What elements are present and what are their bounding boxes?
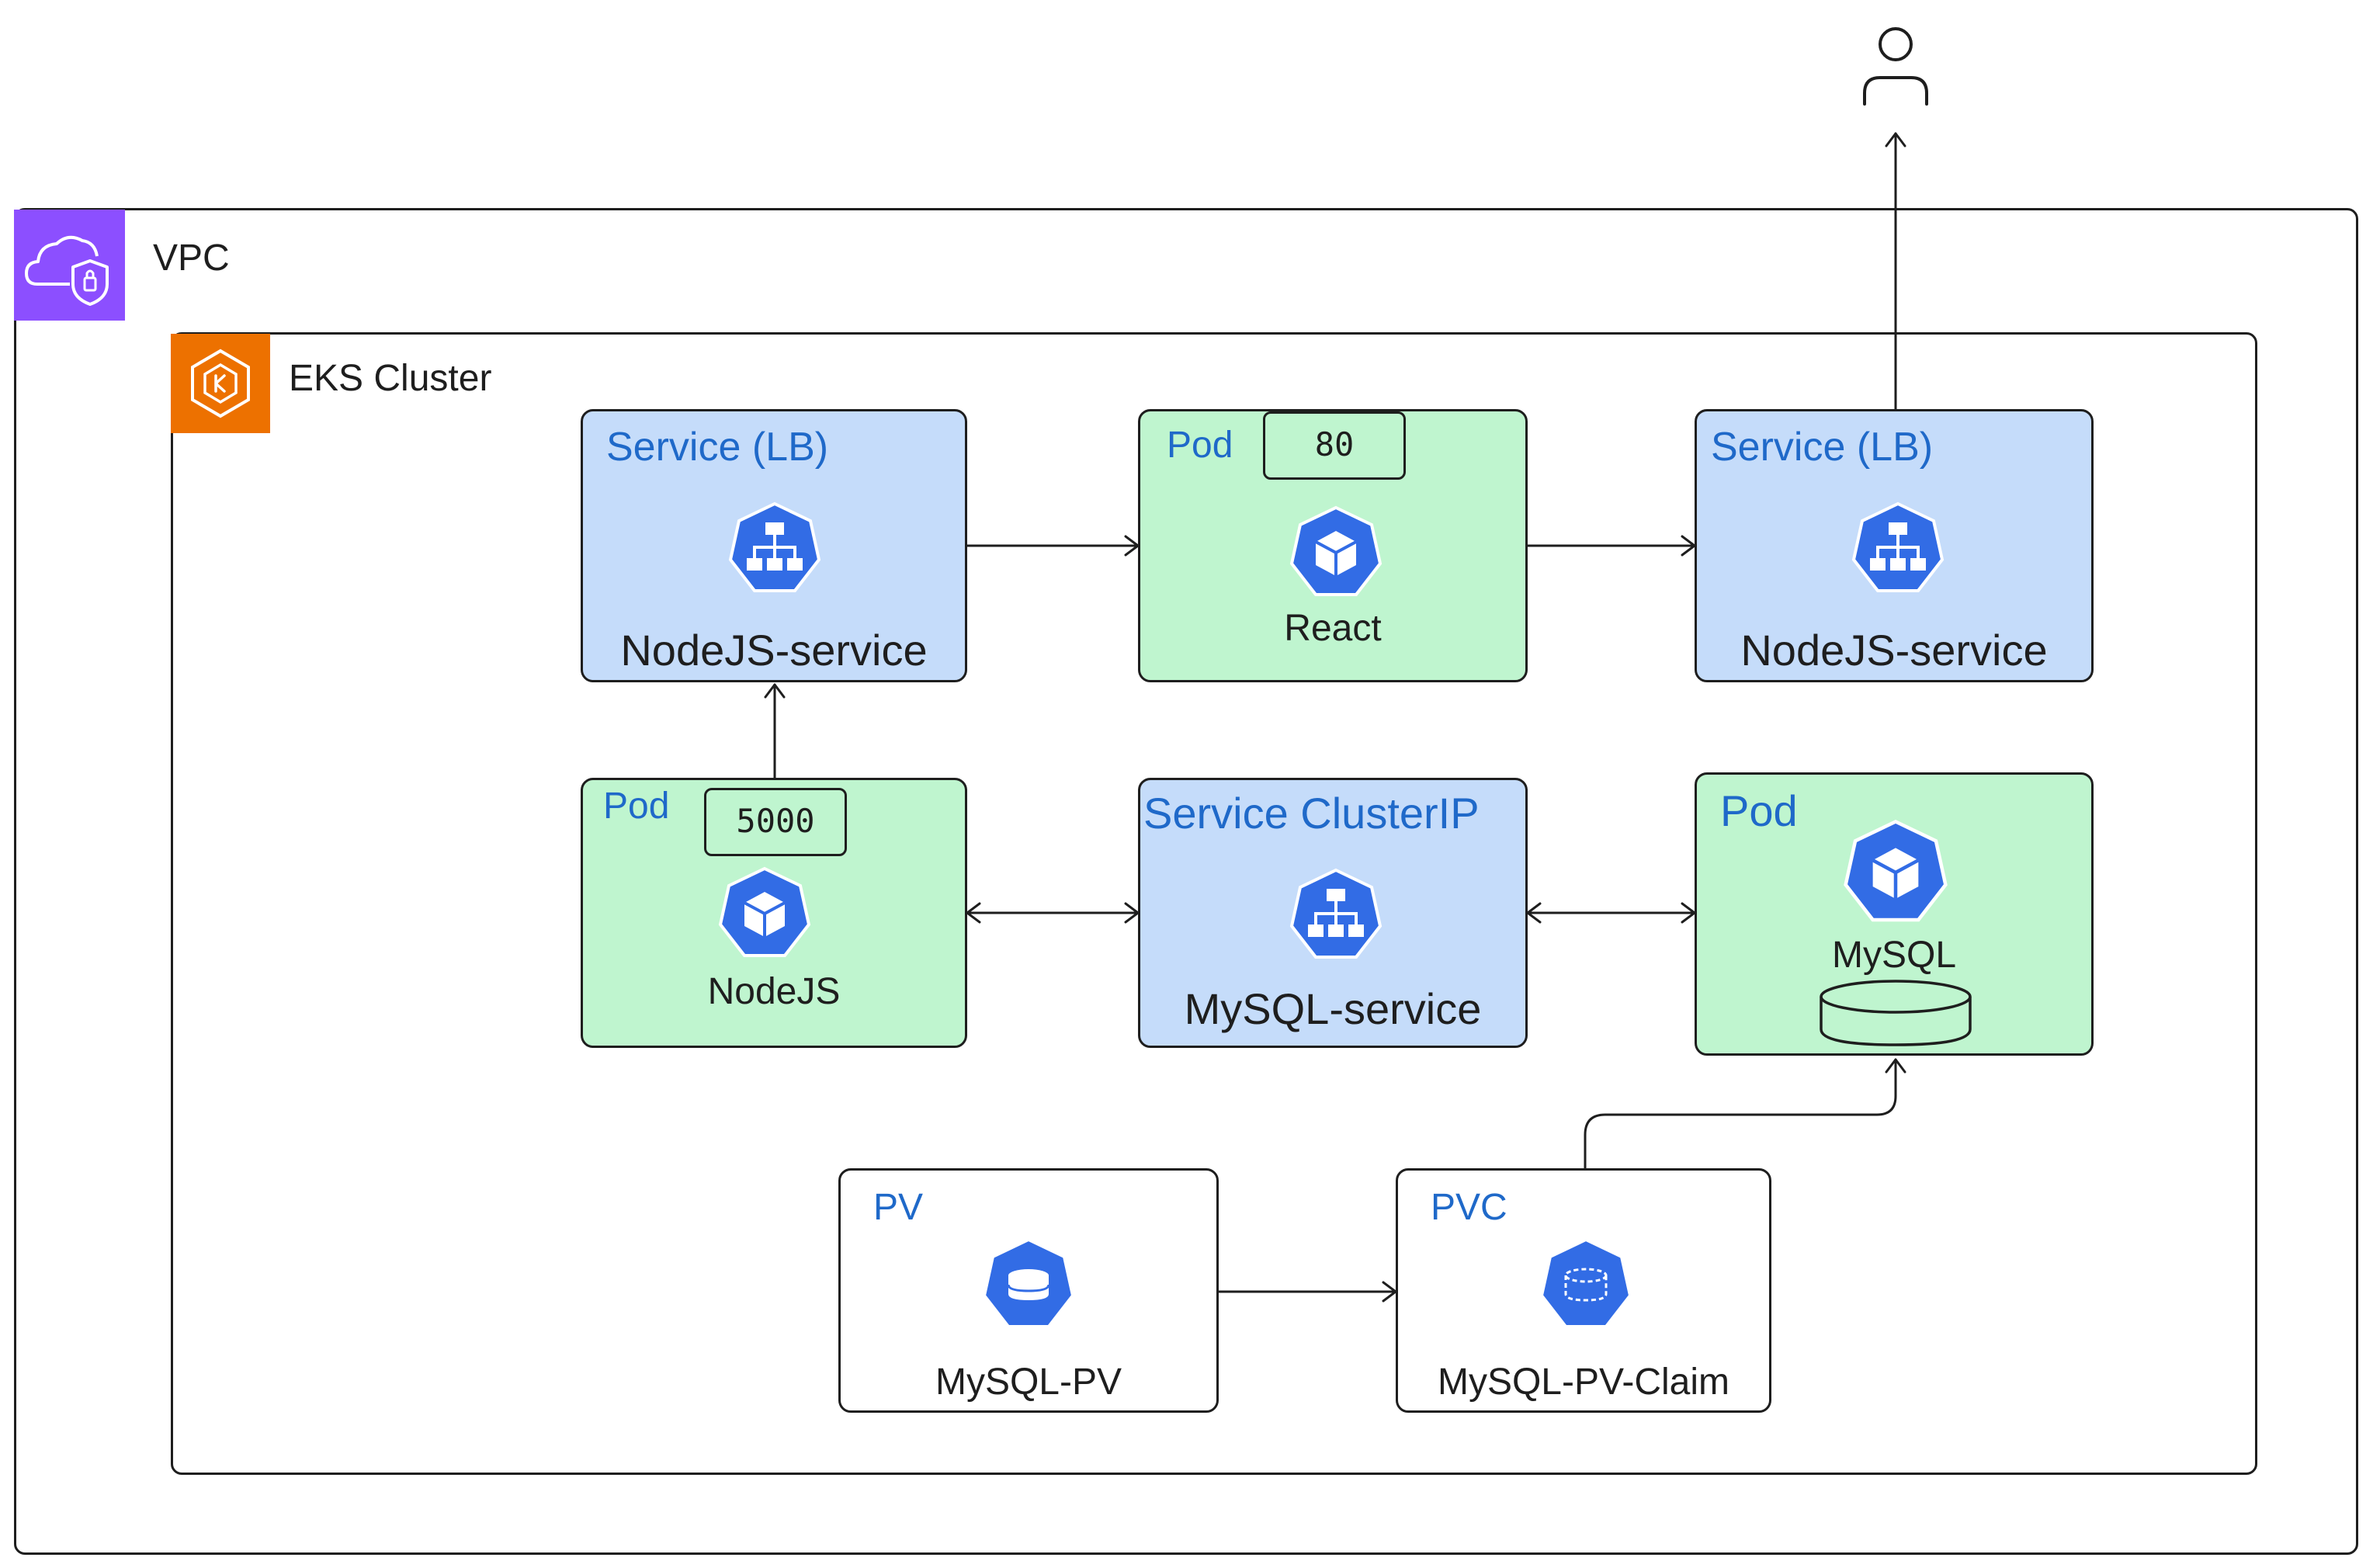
service-lb-nodejs-right[interactable]: Service (LB) NodeJS-service — [1695, 409, 2094, 682]
pod-react[interactable]: Pod 80 React — [1138, 409, 1528, 682]
pvc-mysql[interactable]: PVC MySQL-PV-Claim — [1396, 1168, 1771, 1413]
kubernetes-pv-icon — [980, 1237, 1077, 1337]
node-name: NodeJS — [707, 971, 841, 1012]
port-badge: 80 — [1263, 411, 1406, 480]
node-title: Pod — [1720, 786, 1798, 835]
kubernetes-pod-icon — [1841, 818, 1950, 931]
port-badge: 5000 — [704, 788, 847, 856]
node-title: Service ClusterIP — [1143, 789, 1480, 838]
kubernetes-service-icon — [727, 501, 823, 601]
arrow-pvc-to-mysql — [1584, 1058, 1897, 1170]
node-name: NodeJS-service — [1740, 626, 2048, 675]
user-icon — [1857, 23, 1934, 109]
node-title: PV — [873, 1187, 924, 1228]
pv-mysql[interactable]: PV MySQL-PV — [838, 1168, 1219, 1413]
node-title: Pod — [1167, 425, 1233, 466]
node-name: MySQL-service — [1184, 984, 1482, 1033]
node-title: Pod — [603, 786, 670, 827]
vpc-label: VPC — [153, 238, 230, 279]
node-title: Service (LB) — [606, 425, 829, 470]
eks-cluster-label: EKS Cluster — [289, 358, 492, 399]
node-name: React — [1284, 608, 1382, 649]
database-cylinder-icon — [1818, 978, 1973, 1052]
node-name: MySQL-PV-Claim — [1437, 1362, 1730, 1403]
node-name: MySQL — [1831, 935, 1957, 976]
node-name: NodeJS-service — [620, 626, 928, 675]
kubernetes-service-icon — [1288, 867, 1384, 967]
kubernetes-pod-icon — [1288, 505, 1384, 605]
kubernetes-pvc-icon — [1538, 1237, 1634, 1337]
service-lb-nodejs-left[interactable]: Service (LB) NodeJS-service — [581, 409, 967, 682]
pod-nodejs[interactable]: Pod 5000 NodeJS — [581, 778, 967, 1048]
node-title: Service (LB) — [1711, 425, 1934, 470]
vpc-cloud-shield-icon — [14, 210, 125, 321]
kubernetes-service-icon — [1850, 501, 1946, 601]
kubernetes-pod-icon — [716, 866, 813, 966]
node-title: PVC — [1431, 1187, 1507, 1228]
service-clusterip-mysql[interactable]: Service ClusterIP MySQL-service — [1138, 778, 1528, 1048]
eks-kubernetes-icon — [171, 334, 270, 433]
pod-mysql[interactable]: Pod MySQL — [1695, 772, 2094, 1056]
node-name: MySQL-PV — [935, 1362, 1122, 1403]
